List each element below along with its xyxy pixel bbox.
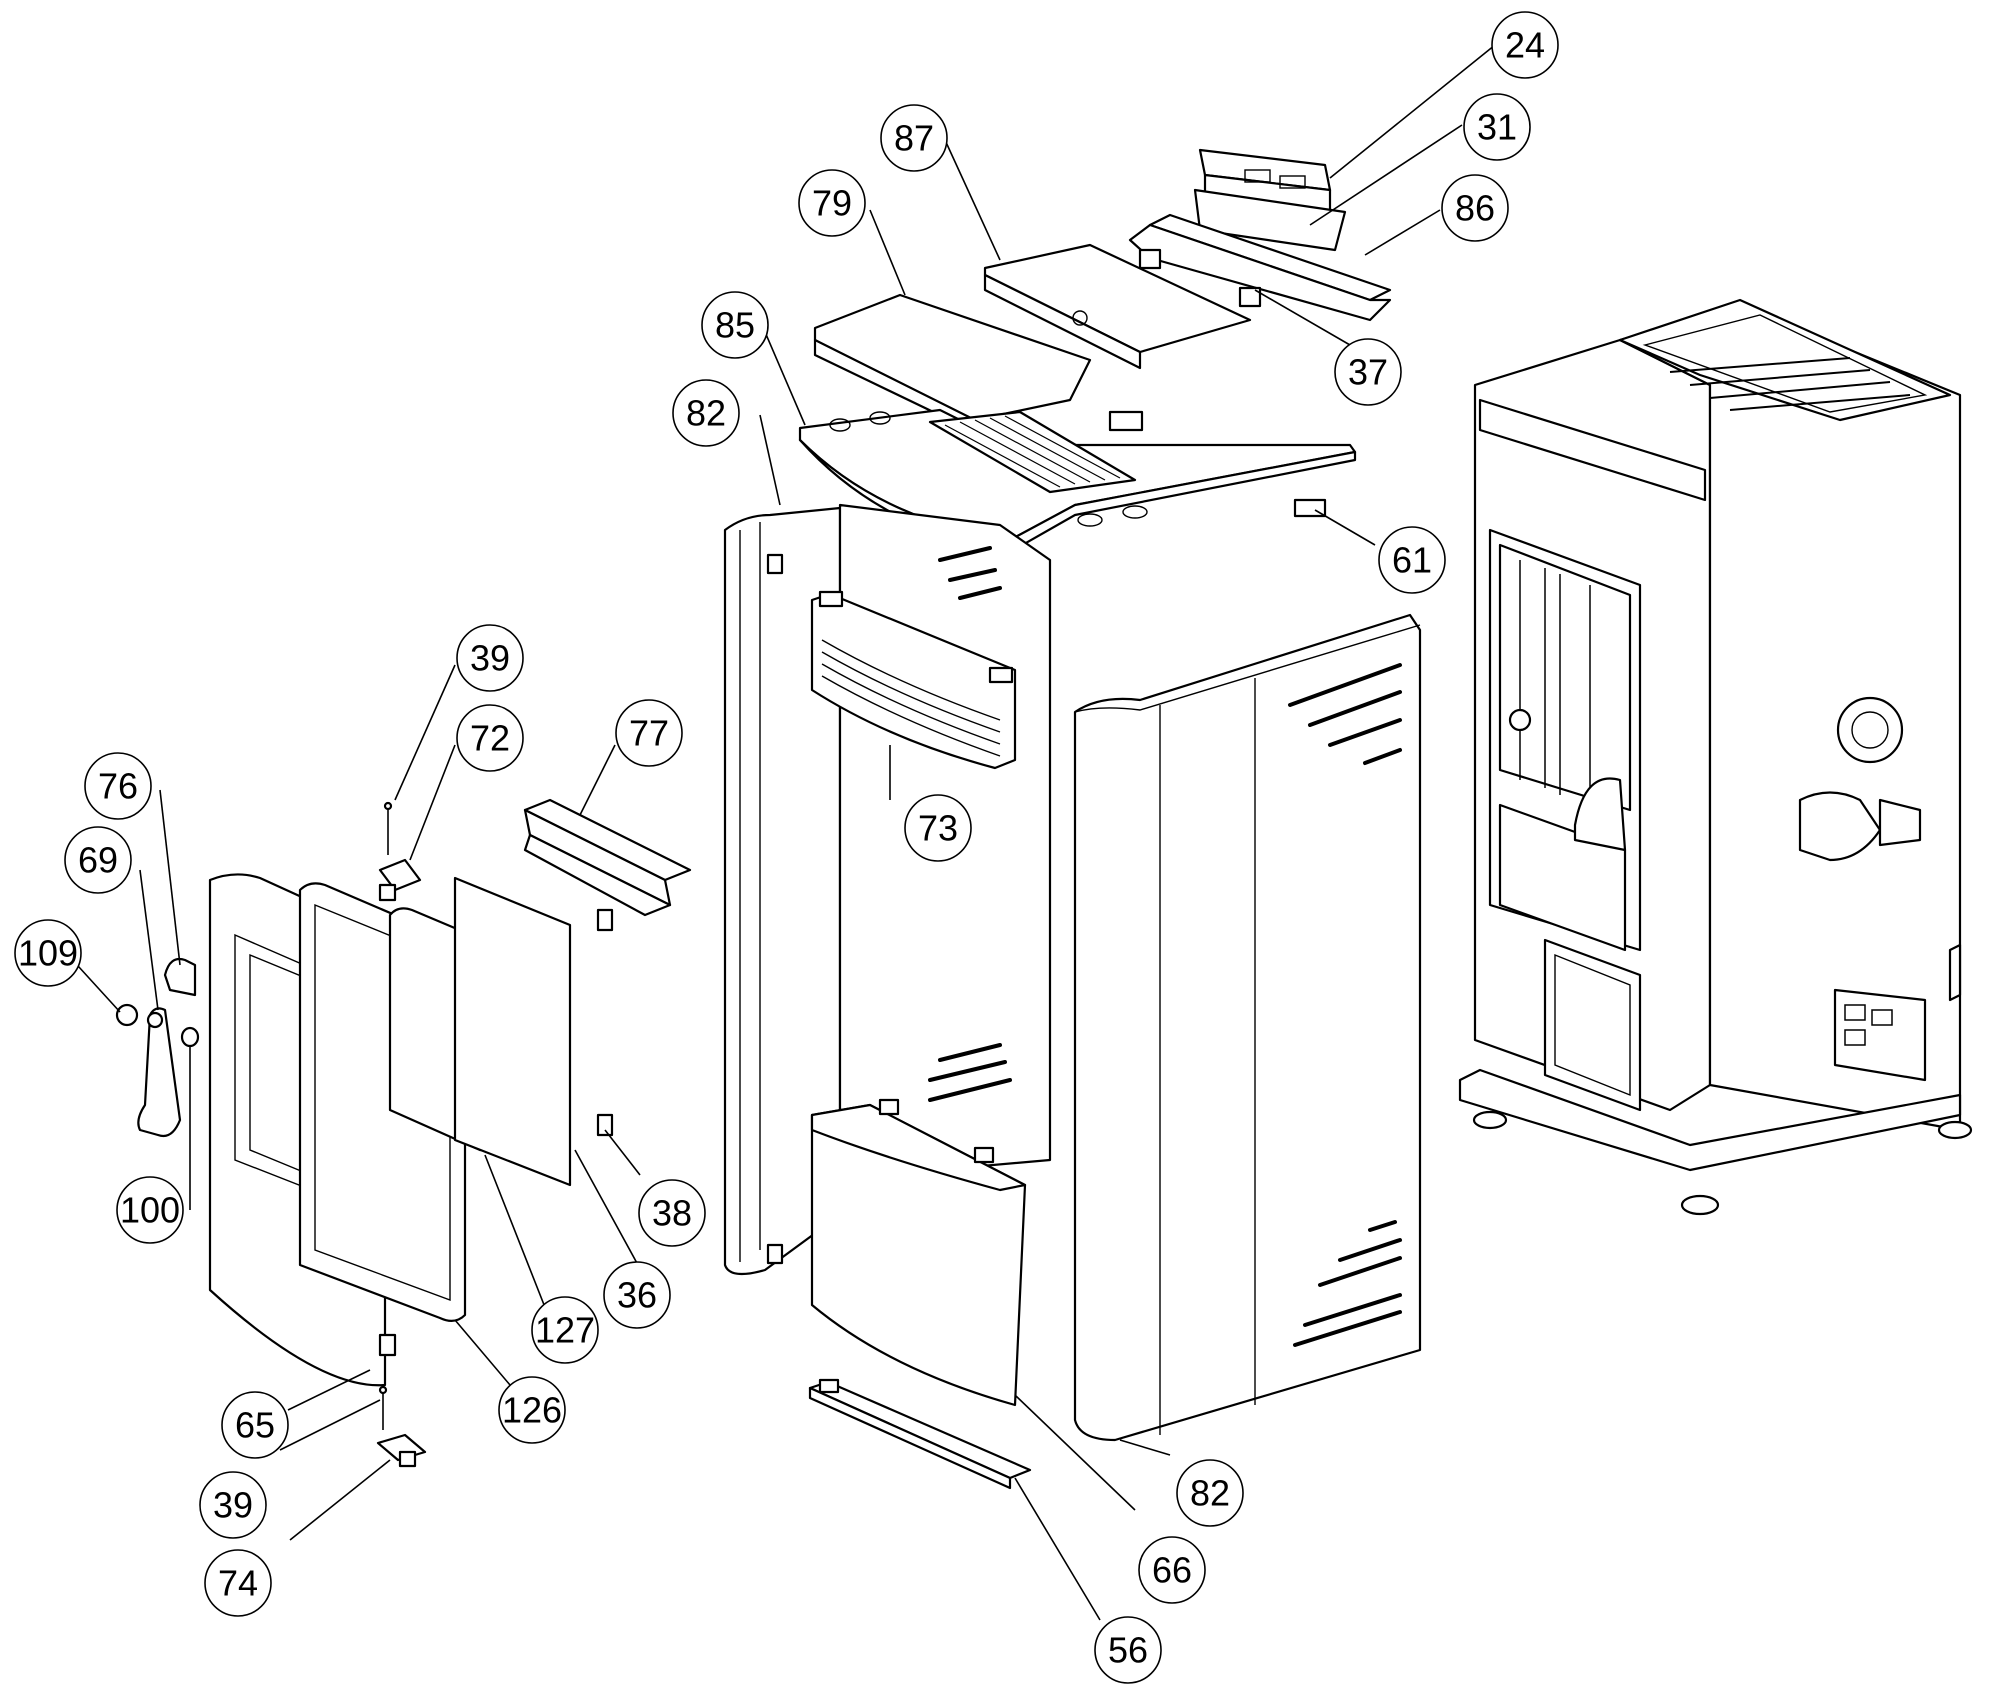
svg-text:76: 76 [98,766,138,807]
stove-body [1458,298,1973,1216]
callout-73: 73 [904,794,972,862]
svg-text:69: 69 [78,840,118,881]
svg-text:82: 82 [1190,1473,1230,1514]
panel-bracket-part [1128,213,1392,322]
callout-86: 86 [1441,174,1509,242]
callout-24: 24 [1491,11,1559,79]
callout-126: 126 [498,1376,566,1444]
svg-text:36: 36 [617,1275,657,1316]
svg-text:86: 86 [1455,188,1495,229]
svg-text:65: 65 [235,1405,275,1446]
svg-text:77: 77 [629,713,669,754]
callout-37: 37 [1334,338,1402,406]
svg-text:109: 109 [18,933,78,974]
svg-text:66: 66 [1152,1550,1192,1591]
top-strip-bracket [523,798,692,917]
upper-front-grille [810,590,1017,770]
svg-text:72: 72 [470,718,510,759]
callout-31: 31 [1463,93,1531,161]
callout-82-right: 82 [1176,1459,1244,1527]
svg-text:39: 39 [470,638,510,679]
control-panel-part [1193,148,1347,252]
callout-85: 85 [701,291,769,359]
callout-76: 76 [84,752,152,820]
callout-39-top: 39 [456,624,524,692]
svg-text:85: 85 [715,305,755,346]
svg-text:56: 56 [1108,1630,1148,1671]
lower-hinge [376,1385,427,1468]
callout-74: 74 [204,1549,272,1617]
callout-127: 127 [531,1296,599,1364]
callout-56: 56 [1094,1616,1162,1684]
kick-plate [808,1378,1032,1490]
callout-82-left: 82 [672,379,740,447]
lower-front-panel [810,1098,1027,1407]
callout-109: 109 [14,919,82,987]
svg-text:61: 61 [1392,540,1432,581]
callout-100: 100 [116,1176,184,1244]
svg-text:127: 127 [535,1310,595,1351]
callout-87: 87 [880,104,948,172]
callout-77: 77 [615,699,683,767]
door-handle-parts [115,957,200,1138]
svg-text:38: 38 [652,1193,692,1234]
callout-39-bottom: 39 [199,1471,267,1539]
callout-38: 38 [638,1179,706,1247]
svg-text:79: 79 [812,183,852,224]
leader-lines [67,44,1496,1621]
top-cover-panels [813,243,1252,442]
glass-clips [596,908,614,1137]
door-glass [453,876,572,1187]
callout-72: 72 [456,704,524,772]
svg-text:82: 82 [686,393,726,434]
svg-text:73: 73 [918,808,958,849]
svg-text:37: 37 [1348,352,1388,393]
callout-69: 69 [64,826,132,894]
svg-text:31: 31 [1477,107,1517,148]
svg-text:74: 74 [218,1563,258,1604]
svg-text:24: 24 [1505,25,1545,66]
callout-79: 79 [798,169,866,237]
callout-labels: 24 31 86 87 79 85 82 37 61 39 72 77 76 6… [14,11,1559,1684]
callout-65: 65 [221,1391,289,1459]
callout-66: 66 [1138,1536,1206,1604]
callout-36: 36 [603,1261,671,1329]
callout-61: 61 [1378,526,1446,594]
svg-text:100: 100 [120,1190,180,1231]
svg-text:87: 87 [894,118,934,159]
upper-hinge [378,801,422,902]
svg-text:126: 126 [502,1390,562,1431]
svg-text:39: 39 [213,1485,253,1526]
right-side-panel [1073,613,1422,1442]
